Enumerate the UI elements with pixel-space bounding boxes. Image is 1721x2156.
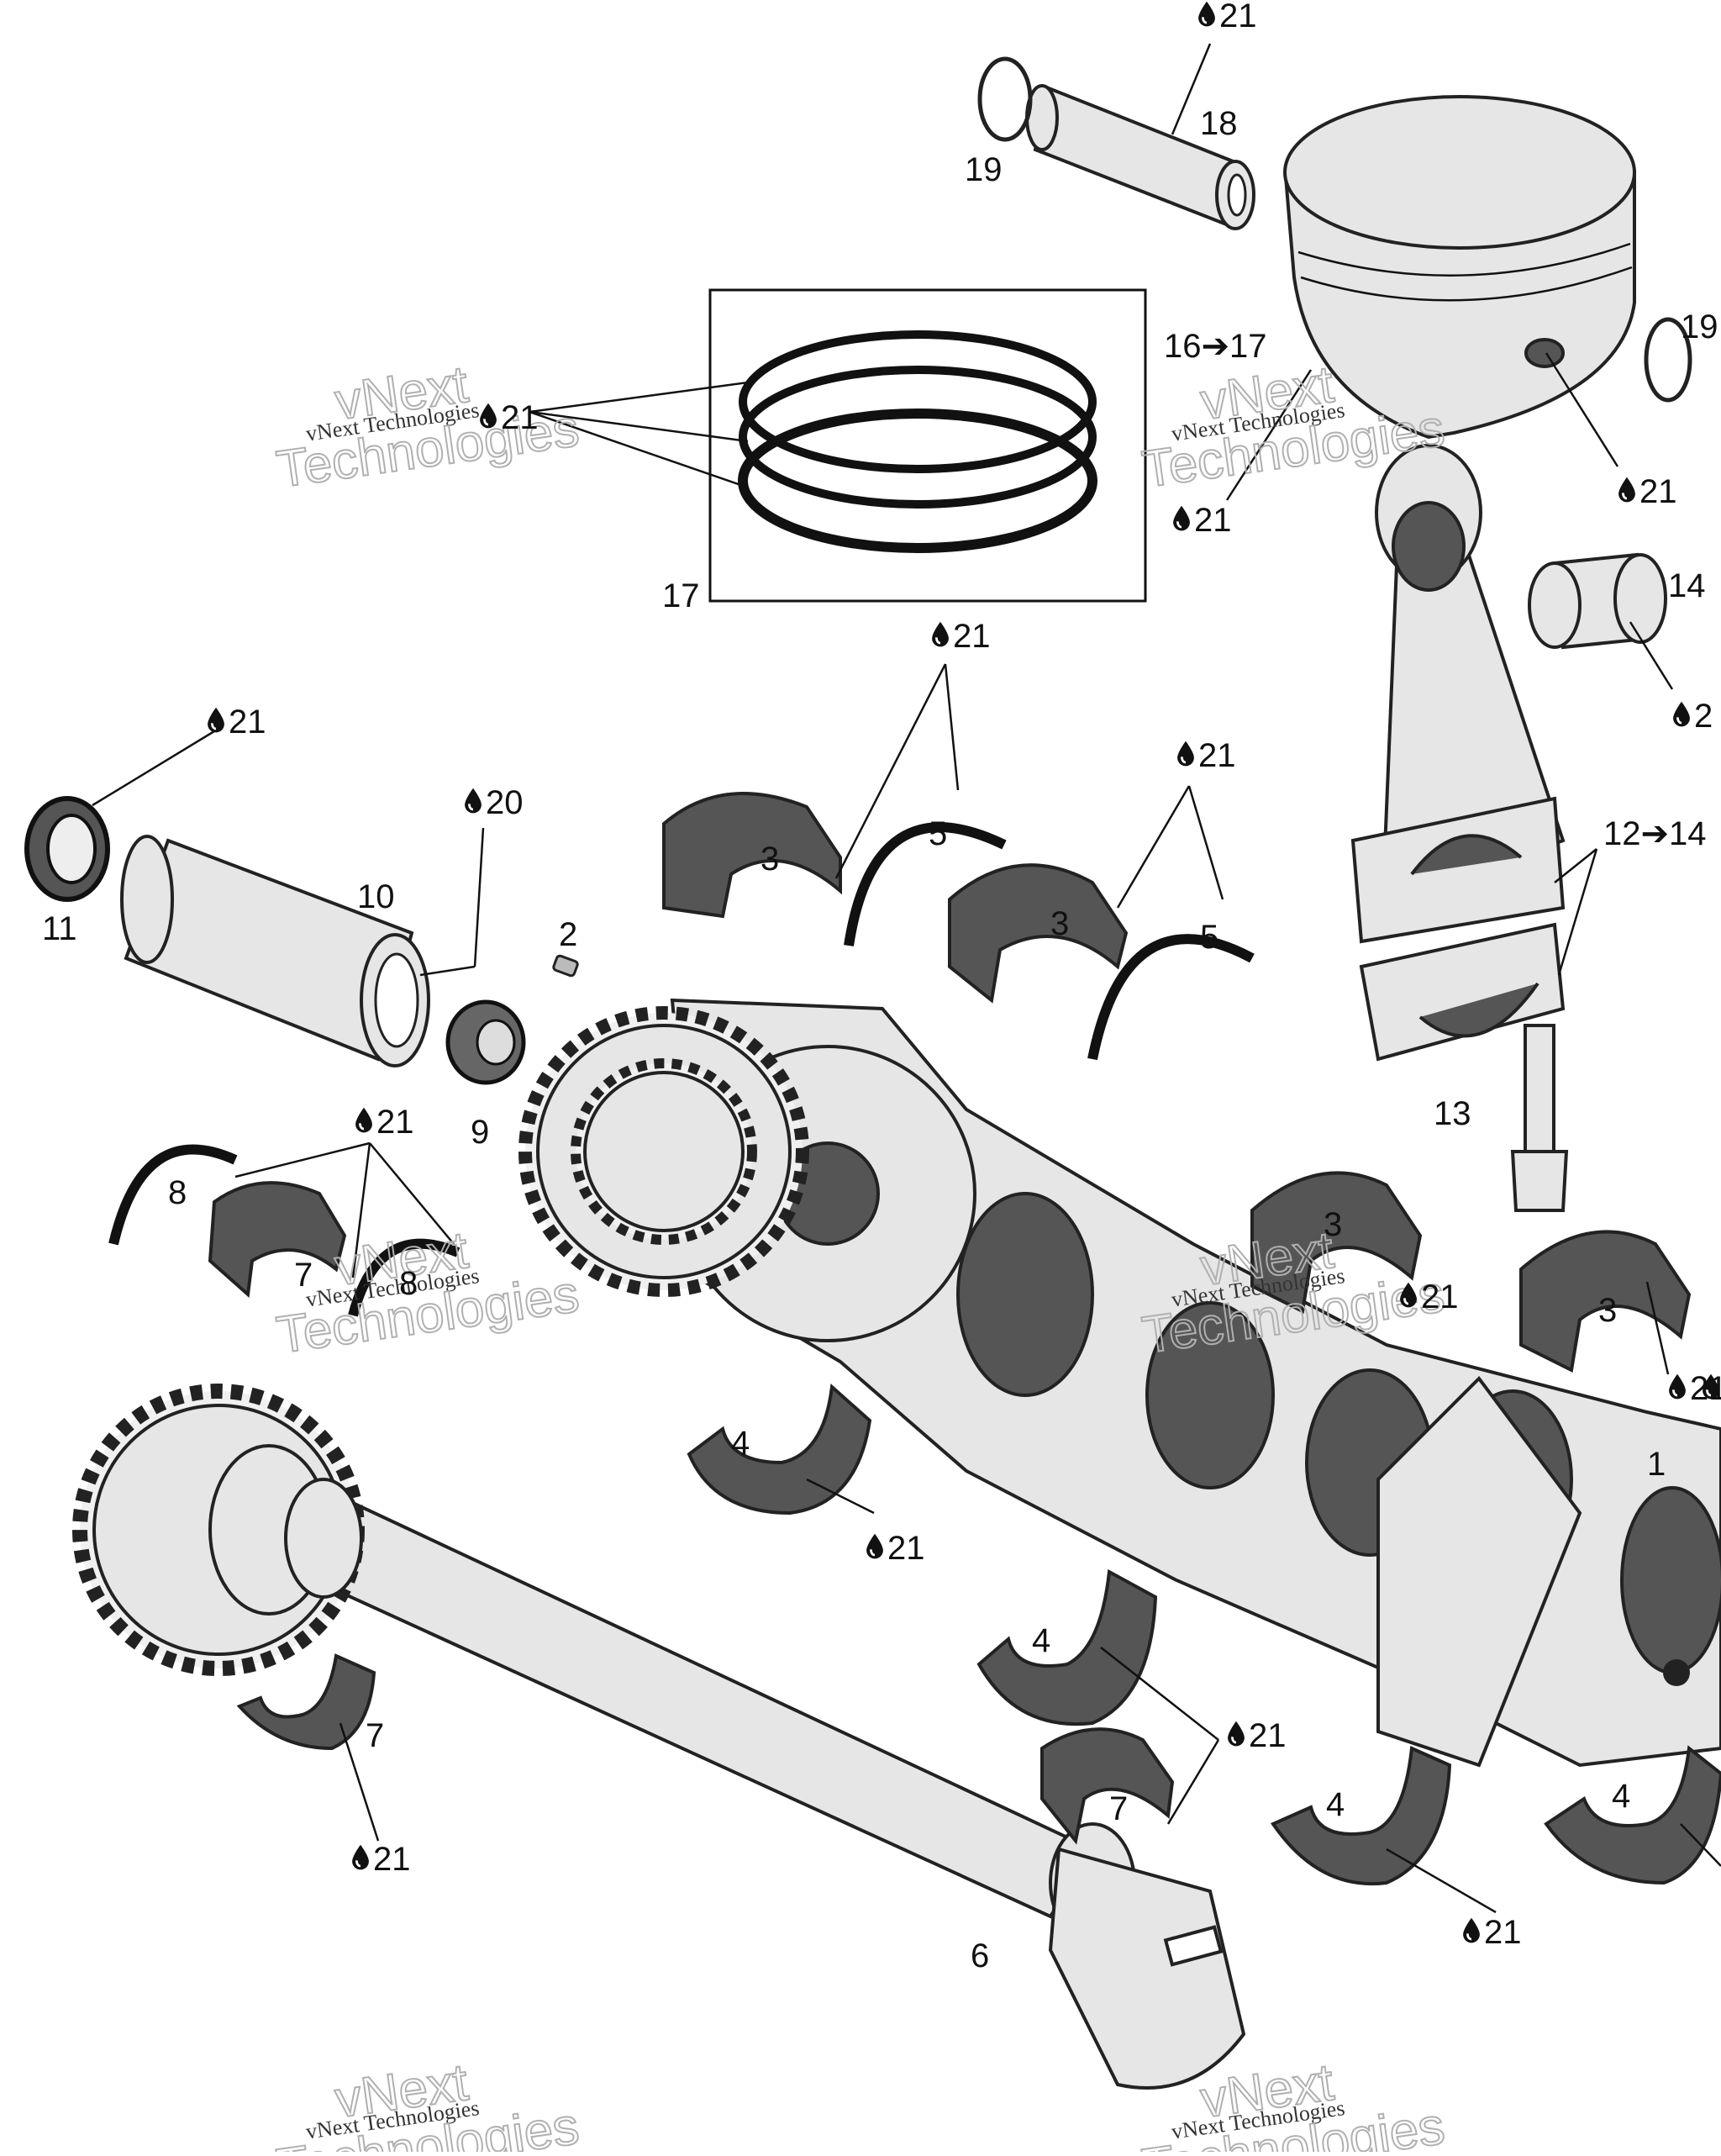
leader-lines <box>92 43 1721 1914</box>
oil-drop-icon <box>1172 504 1191 531</box>
part-callout-c6: 6 <box>971 1937 989 1974</box>
callout-layer: 1 2 3 3 3 3 4 4 4 4 5 5 6 7 7 7 8 8 9 10 11 12➔14 13 14 16➔17 17 1… <box>42 105 1718 1974</box>
lubricant-callout-l21o: 21 <box>479 399 539 436</box>
lubricant-number: 21 <box>1198 737 1236 774</box>
lubricant-number: 21 <box>376 1104 414 1141</box>
part-callout-c13: 13 <box>1434 1095 1471 1132</box>
oil-drop-icon <box>355 1106 373 1133</box>
part-callout-c9: 9 <box>471 1114 489 1151</box>
lubricant-callout-l21c: 21 <box>1618 473 1677 510</box>
part-callout-c3c: 3 <box>1324 1206 1342 1243</box>
needle-bearing <box>445 999 526 1085</box>
part-callout-c12: 12➔14 <box>1603 815 1707 852</box>
circlip-left <box>977 56 1033 142</box>
oil-drop-icon <box>1668 1373 1687 1400</box>
piston <box>1283 95 1636 440</box>
part-callout-c5a: 5 <box>929 815 947 852</box>
oil-drop-icon <box>479 402 497 429</box>
balancer-sleeve <box>120 835 430 1067</box>
part-callout-c7b: 7 <box>366 1717 384 1754</box>
part-callout-c14: 14 <box>1668 567 1706 604</box>
part-callout-c4b: 4 <box>1032 1622 1050 1659</box>
bearing-shells <box>208 792 1721 1886</box>
lubricant-callout-l21g: 21 <box>355 1104 414 1141</box>
part-callout-c8b: 8 <box>399 1265 418 1302</box>
crankshaft-gear <box>518 1006 809 1297</box>
part-callout-c8a: 8 <box>168 1174 187 1211</box>
thrust-washers <box>108 822 1255 1317</box>
lubricant-callout-l21d: 21 <box>931 618 991 655</box>
part-callout-c11: 11 <box>42 910 77 947</box>
part-callout-c1: 1 <box>1647 1446 1666 1483</box>
crankshaft <box>670 998 1721 1768</box>
oil-drop-icon <box>464 787 482 814</box>
lubricant-number: 21 <box>229 704 266 741</box>
part-callout-c19b: 19 <box>1681 308 1718 345</box>
lubricant-callout-l21a: 21 <box>1197 0 1257 34</box>
oil-drop-icon <box>1197 0 1216 27</box>
watermarks: vNext vNext Technologies Technologies vN… <box>272 355 1449 2156</box>
oil-drop-icon <box>351 1843 370 1870</box>
oil-drop-icon <box>931 620 950 647</box>
lubricant-callout-l21i: 21 <box>866 1530 925 1567</box>
lubricant-callout-l21f: 21 <box>207 704 266 741</box>
oil-drop-icon <box>1462 1916 1481 1943</box>
lubricant-callout-l21k: 21 <box>351 1841 411 1878</box>
part-callout-c4d: 4 <box>1612 1778 1630 1815</box>
oil-drop-icon <box>1227 1720 1245 1747</box>
lubricant-number: 21 <box>953 618 991 655</box>
part-callout-c19a: 19 <box>965 151 1003 188</box>
rod-bolt <box>1510 1024 1569 1212</box>
connecting-rod <box>1350 444 1566 1062</box>
lubricant-number: 21 <box>1249 1717 1287 1754</box>
part-callout-c5b: 5 <box>1200 919 1218 956</box>
part-callout-c2: 2 <box>559 916 577 953</box>
lubricant-number: 21 <box>373 1841 411 1878</box>
oil-drop-icon <box>1176 740 1195 767</box>
part-callout-c18: 18 <box>1200 105 1238 142</box>
lubricant-number: 2 <box>1694 698 1713 735</box>
piston-ring-frame <box>708 288 1147 603</box>
watermark-5: vNext vNext Technologies Technologies <box>272 2053 583 2156</box>
oil-seal <box>24 796 110 902</box>
part-callout-c3b: 3 <box>1050 905 1069 942</box>
dowel-pin <box>552 954 579 978</box>
part-callout-c3a: 3 <box>761 841 779 878</box>
lubricant-callout-l21b: 21 <box>1172 502 1232 539</box>
lubricant-number: 20 <box>486 784 524 821</box>
lubricant-number: 21 <box>501 399 539 436</box>
lubricant-callout-layer: 202121212121212121212121212122121 <box>207 0 1721 1951</box>
lubricant-callout-l21h: 21 <box>1399 1278 1459 1315</box>
part-callout-c16: 16➔17 <box>1164 328 1267 365</box>
circlip-right <box>1644 317 1692 403</box>
lubricant-callout-l21e: 21 <box>1176 737 1236 774</box>
oil-drop-icon <box>866 1532 884 1559</box>
piston-pin <box>1025 84 1255 230</box>
lubricant-callout-l21l: 21 <box>1462 1914 1522 1951</box>
part-callout-c7c: 7 <box>1109 1790 1128 1827</box>
balance-shaft <box>72 1384 1246 2090</box>
part-callout-c17: 17 <box>662 577 700 614</box>
lubricant-callout-l21j: 21 <box>1227 1717 1287 1754</box>
part-callout-c4c: 4 <box>1326 1786 1345 1823</box>
lubricant-number: 21 <box>1219 0 1257 34</box>
part-callout-c10: 10 <box>357 878 395 915</box>
lubricant-number: 21 <box>1194 502 1232 539</box>
part-callout-c4a: 4 <box>731 1425 750 1462</box>
oil-drop-icon <box>1672 700 1691 727</box>
lubricant-number: 21 <box>1421 1278 1459 1315</box>
lubricant-number: 21 <box>1484 1914 1522 1951</box>
oil-drop-icon <box>1618 476 1636 503</box>
oil-drop-icon <box>207 706 225 733</box>
lubricant-callout-l20: 20 <box>464 784 524 821</box>
lubricant-callout-l21n: 2 <box>1672 698 1713 735</box>
rod-bushing <box>1528 552 1667 650</box>
piston-rings <box>738 330 1097 553</box>
lubricant-number: 21 <box>1639 473 1677 510</box>
lubricant-number: 21 <box>887 1530 925 1567</box>
part-callout-c3d: 3 <box>1598 1292 1617 1329</box>
part-callout-c7a: 7 <box>294 1257 313 1294</box>
